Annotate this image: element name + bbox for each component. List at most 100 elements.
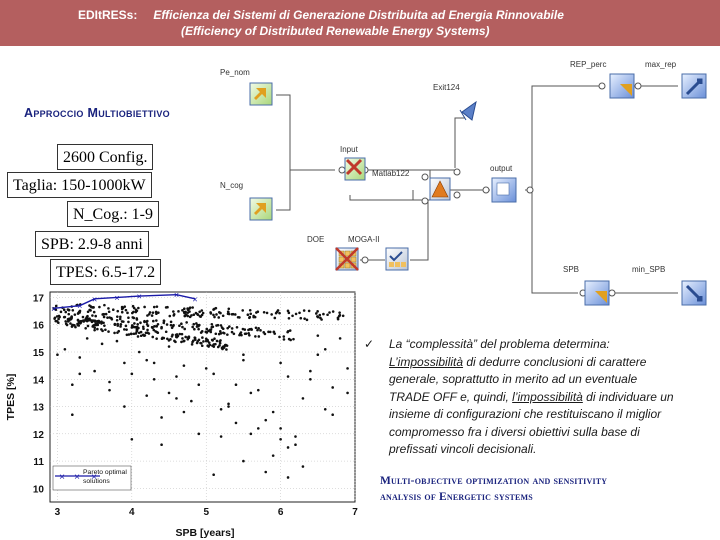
- band-point: [171, 333, 174, 337]
- band-point: [107, 307, 110, 310]
- band-point: [71, 323, 75, 327]
- band-point: [288, 329, 292, 332]
- band-point: [190, 343, 194, 346]
- band-point: [54, 304, 58, 308]
- band-point: [168, 314, 172, 318]
- band-point: [338, 311, 341, 314]
- band-point: [202, 340, 205, 343]
- band-point: [67, 308, 71, 312]
- band-point: [197, 324, 200, 328]
- chart-bands: [52, 303, 345, 351]
- band-point: [107, 330, 110, 333]
- param-spb: SPB: 2.9-8 anni: [35, 231, 149, 257]
- mo-line-1: Multi-objective optimization and sensiti…: [380, 475, 608, 487]
- band-point: [262, 310, 266, 314]
- scatter-point: [309, 369, 312, 373]
- band-point: [70, 316, 73, 320]
- band-point: [180, 322, 183, 326]
- band-point: [307, 309, 311, 313]
- scatter-point: [71, 413, 74, 417]
- scatter-point: [123, 405, 126, 408]
- band-point: [93, 320, 97, 323]
- band-point: [282, 338, 286, 341]
- band-point: [214, 332, 218, 336]
- scatter-point: [130, 437, 134, 441]
- label-input: Input: [340, 145, 359, 154]
- band-point: [232, 332, 236, 336]
- y-tick-label: 12: [33, 430, 45, 441]
- band-point: [316, 315, 320, 319]
- band-point: [145, 320, 148, 324]
- band-point: [217, 332, 221, 336]
- scatter-point: [323, 407, 327, 411]
- band-point: [235, 325, 239, 329]
- x-tick-label: 7: [352, 507, 358, 518]
- note-impossibility-1: L’impossibilità: [389, 354, 464, 369]
- multiobjective-title: Multi-objective optimization and sensiti…: [380, 473, 700, 505]
- scatter-point: [316, 353, 320, 357]
- param-ncog: N_Cog.: 1-9: [67, 201, 159, 227]
- band-point: [102, 313, 105, 316]
- scatter-point: [242, 459, 245, 463]
- scatter-point: [249, 432, 253, 436]
- scatter-point: [145, 358, 149, 362]
- scatter-point: [160, 443, 163, 447]
- band-point: [215, 339, 219, 343]
- band-point: [314, 312, 318, 315]
- band-point: [55, 320, 59, 323]
- band-point: [118, 317, 122, 321]
- band-point: [165, 323, 169, 326]
- label-min-spb: min_SPB: [632, 265, 665, 274]
- band-point: [65, 323, 69, 327]
- band-point: [211, 344, 214, 347]
- band-point: [213, 337, 216, 341]
- band-point: [104, 328, 107, 332]
- band-point: [88, 304, 91, 307]
- band-point: [156, 322, 160, 326]
- band-point: [188, 306, 192, 309]
- svg-text:×: ×: [74, 472, 80, 483]
- band-point: [84, 326, 87, 330]
- band-point: [210, 322, 214, 326]
- band-point: [198, 310, 201, 314]
- band-point: [120, 320, 124, 323]
- complexity-text: La “complessità” del problema determina:…: [389, 336, 716, 459]
- band-point: [174, 333, 178, 337]
- band-point: [164, 306, 168, 309]
- band-point: [302, 309, 306, 312]
- band-point: [219, 339, 222, 342]
- band-point: [139, 321, 142, 325]
- band-point: [139, 334, 143, 338]
- pareto-front: ×××××××: [51, 290, 198, 314]
- label-exit: Exit124: [433, 83, 460, 92]
- scatter-point: [279, 427, 282, 430]
- note-line-6: compromesso fra i diversi obiettivi sull…: [389, 424, 640, 439]
- band-point: [186, 307, 189, 310]
- band-point: [212, 313, 215, 317]
- svg-text:×: ×: [91, 472, 97, 483]
- band-point: [282, 335, 286, 338]
- band-point: [131, 304, 135, 308]
- band-point: [257, 326, 260, 330]
- band-point: [155, 319, 158, 322]
- scatter-point: [256, 388, 260, 392]
- note-line-4a: TRADE OFF e, quindi,: [389, 389, 513, 404]
- param-tpes: TPES: 6.5-17.2: [50, 259, 162, 285]
- scatter-point: [331, 413, 334, 417]
- band-point: [195, 341, 199, 345]
- band-point: [254, 326, 258, 330]
- band-point: [318, 313, 322, 317]
- band-point: [97, 321, 101, 324]
- band-point: [287, 337, 291, 341]
- band-point: [100, 322, 103, 325]
- label-output: output: [490, 164, 513, 173]
- band-point: [54, 308, 58, 312]
- band-point: [215, 324, 218, 327]
- pareto-marker: ×: [92, 294, 97, 304]
- param-configs: 2600 Config.: [57, 144, 154, 170]
- label-doe: DOE: [307, 235, 324, 244]
- note-line-1: La “complessità” del problema determina:: [389, 337, 610, 351]
- scatter-point: [242, 358, 245, 362]
- band-point: [267, 330, 270, 334]
- band-point: [270, 313, 273, 316]
